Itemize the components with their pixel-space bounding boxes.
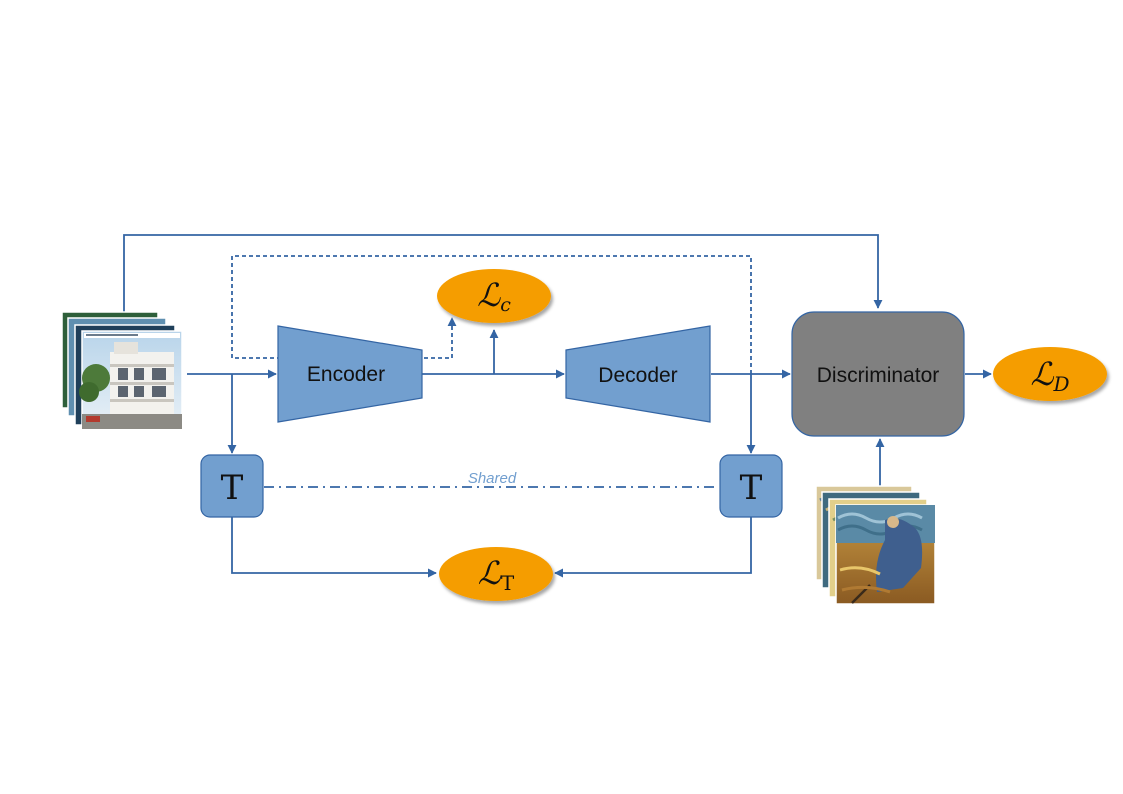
discriminator-block: Discriminator <box>791 311 965 437</box>
style-painting-stack <box>815 485 936 605</box>
building-photo <box>79 330 183 430</box>
t-right-label: T <box>740 468 763 508</box>
loss-discriminator: ℒD <box>993 347 1107 401</box>
loss-discriminator-label: ℒD <box>1030 355 1069 396</box>
encoder-block: Encoder <box>277 325 423 423</box>
input-photo-stack <box>61 311 183 430</box>
t-left-label: T <box>221 468 244 508</box>
loss-content: ℒc <box>437 269 551 323</box>
connector-input-to-discriminator <box>123 234 883 312</box>
discriminator-label: Discriminator <box>817 364 940 387</box>
encoder-label: Encoder <box>307 363 385 386</box>
connector-t-left-to-lt <box>231 517 437 578</box>
loss-transform: ℒT <box>439 547 553 601</box>
loss-transform-label: ℒT <box>478 554 515 595</box>
t-block-left: T <box>200 454 264 518</box>
connector-dashed-loop <box>231 255 752 374</box>
t-block-right: T <box>719 454 783 518</box>
decoder-label: Decoder <box>598 364 677 387</box>
shared-label: Shared <box>468 470 517 487</box>
loss-content-label: ℒc <box>477 276 511 316</box>
connector-t-right-to-lt <box>554 517 752 578</box>
decoder-block: Decoder <box>565 325 711 423</box>
connectors <box>123 234 992 578</box>
painting-image <box>835 504 936 605</box>
